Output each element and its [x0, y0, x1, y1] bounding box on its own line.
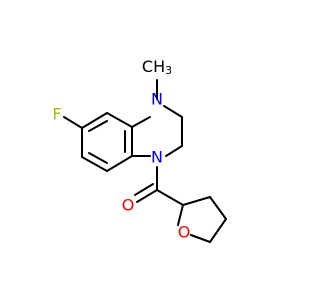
bond-o2-c10	[177, 204, 184, 226]
bond-c13-o2	[190, 234, 211, 243]
bond-c9-o-a	[136, 189, 158, 203]
bond-c9-o-b	[134, 183, 154, 196]
bond-c5-c6	[81, 156, 108, 172]
methyl-text: CH	[142, 57, 165, 76]
bond-c8-n2	[165, 145, 183, 157]
bond-c2-c3	[106, 112, 133, 128]
fluorine-atom: F	[52, 105, 61, 124]
bond-c9-c10	[156, 189, 184, 206]
ring-oxygen-atom: O	[178, 223, 191, 242]
bond-c1-f	[63, 116, 83, 129]
bond-inner-1	[88, 120, 108, 132]
carbonyl-oxygen-atom: O	[122, 196, 135, 215]
bond-c12-c13	[209, 218, 227, 243]
bond-c1-c2	[81, 112, 108, 129]
methyl-group: CH3	[142, 57, 172, 77]
bond-inner-3	[88, 152, 108, 164]
methyl-subscript: 3	[165, 64, 172, 77]
nitrogen-bottom-atom: N	[151, 148, 163, 167]
molecule-diagram: F N CH3 N O O	[52, 57, 227, 243]
bond-c10-c11	[182, 196, 211, 206]
nitrogen-top-atom: N	[151, 90, 163, 109]
atom-labels: F N CH3 N O O	[52, 57, 190, 242]
bonds	[63, 79, 227, 243]
bond-c4-c5	[106, 155, 133, 172]
bond-c11-c12	[209, 196, 227, 220]
bond-c3-n1	[131, 116, 151, 128]
bond-n1-c7	[163, 105, 183, 118]
